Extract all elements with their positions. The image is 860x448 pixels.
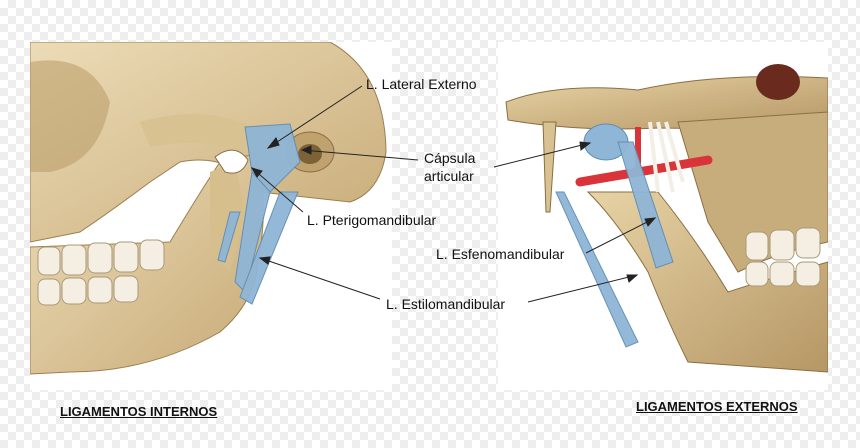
label-lateral-externo: L. Lateral Externo (366, 76, 477, 92)
label-pterigomandibular: L. Pterigomandibular (307, 212, 437, 228)
skull-medial-illustration (505, 64, 828, 373)
label-capsula-line2: articular (424, 168, 474, 184)
right-anatomy-panel (498, 42, 828, 390)
label-esfenomandibular: L. Esfenomandibular (436, 246, 565, 262)
caption-ligamentos-externos: LIGAMENTOS EXTERNOS (636, 399, 798, 414)
label-estilomandibular: L. Estilomandibular (386, 296, 506, 312)
label-capsula-line1: Cápsula (424, 150, 476, 166)
caption-ligamentos-internos: LIGAMENTOS INTERNOS (60, 404, 218, 419)
